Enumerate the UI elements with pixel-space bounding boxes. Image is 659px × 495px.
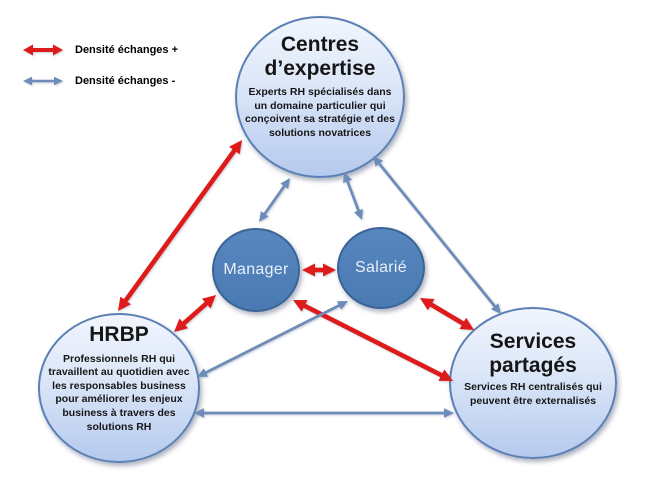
node-description-centres: Experts RH spécialisés dans un domaine p… [245,86,395,139]
legend-item-dense: Densité échanges + [20,42,178,58]
edge-salarie-services-dense [420,298,474,330]
node-title-services: Services partagés [489,330,577,377]
edge-hrbp-manager-dense [174,295,216,332]
node-manager: Manager [212,228,300,312]
node-title-centres: Centres d’expertise [264,33,376,80]
node-hrbp: HRBP Professionnels RH qui travaillent a… [38,313,200,463]
edge-centres-salarie-less-dense [343,172,363,220]
node-centres-expertise: Centres d’expertise Experts RH spécialis… [235,16,405,178]
edge-manager-services-dense [293,300,453,381]
node-title-hrbp: HRBP [89,323,149,346]
node-label-manager: Manager [223,261,289,278]
node-label-salarie: Salarié [355,259,407,276]
legend-label-dense: Densité échanges + [75,44,179,56]
blue-double-arrow-glyph [23,76,63,86]
node-description-hrbp: Professionnels RH qui travaillent au quo… [48,352,190,433]
blue-double-arrow-icon [23,76,63,86]
edge-manager-salarie-dense [302,263,336,277]
edge-hrbp-salarie-less-dense [197,301,348,377]
red-double-arrow-glyph [23,44,63,56]
node-salarie: Salarié [337,227,425,309]
node-services-partages: Services partagés Services RH centralisé… [449,307,617,459]
legend: Densité échanges + Densité échanges - [20,42,178,89]
legend-label-less-dense: Densité échanges - [75,75,176,87]
edge-hrbp-services-less-dense [194,408,454,418]
edge-centres-manager-less-dense [259,178,290,222]
node-description-services: Services RH centralisés qui peuvent être… [464,381,602,407]
red-double-arrow-icon [23,44,63,56]
legend-item-less-dense: Densité échanges - [20,73,178,89]
